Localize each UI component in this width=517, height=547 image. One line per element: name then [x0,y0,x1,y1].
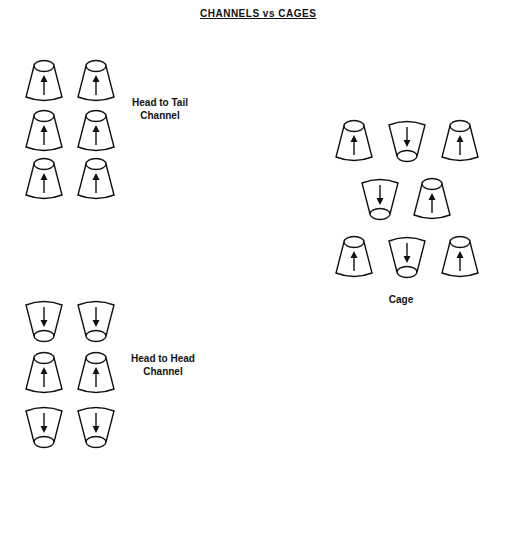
group-label: Cage [371,294,431,307]
diagram-title: CHANNELS vs CAGES [200,8,316,21]
group-label: Head to Head Channel [125,353,201,378]
group-label: Head to Tail Channel [124,97,196,122]
